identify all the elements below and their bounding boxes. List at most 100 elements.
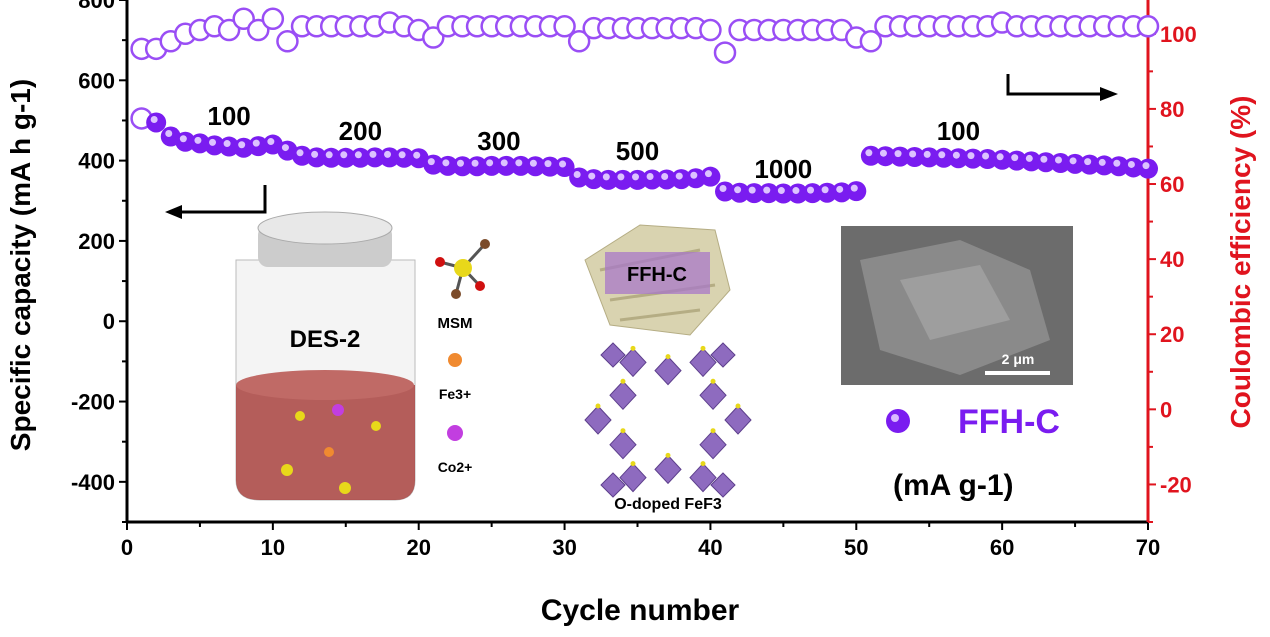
capacity-point	[904, 147, 925, 168]
y-left-axis-label: Specific capacity (mA h g-1)	[5, 79, 36, 451]
capacity-point-highlight	[850, 184, 858, 192]
capacity-point	[846, 181, 867, 202]
anion-dot	[700, 461, 706, 467]
anion-dot	[665, 354, 671, 360]
capacity-point	[1079, 154, 1100, 175]
capacity-point-highlight	[442, 159, 450, 167]
octahedron-icon	[710, 472, 736, 498]
capacity-point-highlight	[704, 170, 712, 178]
capacity-point	[860, 145, 881, 166]
capacity-point-highlight	[1113, 159, 1121, 167]
capacity-point	[219, 136, 240, 157]
capacity-point	[962, 148, 983, 169]
capacity-point-highlight	[354, 151, 362, 159]
capacity-point-highlight	[500, 159, 508, 167]
capacity-point	[612, 169, 633, 190]
anion-dot	[735, 403, 741, 409]
ce-point	[1136, 15, 1160, 38]
capacity-point	[642, 169, 663, 190]
capacity-point	[335, 147, 356, 168]
capacity-point	[1108, 156, 1129, 177]
capacity-point-highlight	[529, 159, 537, 167]
capacity-point-highlight	[1098, 158, 1106, 166]
capacity-point-highlight	[238, 141, 246, 149]
capacity-point	[306, 147, 327, 168]
capacity-point-highlight	[384, 150, 392, 158]
capacity-point	[1138, 158, 1158, 179]
capacity-point	[437, 155, 458, 176]
anion-dot	[665, 452, 671, 458]
y-right-tick-label: 40	[1160, 247, 1184, 272]
capacity-point	[977, 149, 998, 170]
capacity-point	[598, 169, 619, 190]
capacity-point	[481, 155, 502, 176]
capacity-point-highlight	[515, 159, 523, 167]
capacity-point-highlight	[690, 171, 698, 179]
capacity-point-highlight	[165, 130, 173, 138]
x-tick-label: 30	[552, 535, 576, 560]
octahedron-icon	[689, 347, 717, 378]
y-right-tick-label: -20	[1160, 472, 1192, 497]
capacity-point-highlight	[923, 150, 931, 158]
anion-dot	[630, 461, 636, 467]
octahedron-icon	[600, 342, 626, 368]
sem-image: 2 μm	[841, 226, 1073, 385]
capacity-point-highlight	[602, 173, 610, 181]
capacity-point	[525, 156, 546, 177]
capacity-point	[656, 169, 677, 190]
octahedron-icon	[710, 342, 736, 368]
capacity-point-highlight	[1142, 162, 1150, 170]
capacity-point	[321, 147, 342, 168]
y-right-axis-label: Coulombic efficiency (%)	[1225, 96, 1256, 429]
y-left-tick-label: 600	[78, 68, 115, 93]
capacity-point	[817, 182, 838, 203]
capacity-point	[890, 146, 911, 167]
rate-label: 100	[937, 116, 980, 146]
capacity-point	[423, 154, 444, 175]
rate-label: 100	[207, 101, 250, 131]
arrow-right-axis	[1006, 74, 1118, 101]
capacity-point	[539, 156, 560, 177]
capacity-point	[496, 155, 517, 176]
msm-molecule-icon	[435, 239, 490, 299]
octahedron-icon	[699, 429, 727, 460]
ce-point	[232, 7, 255, 31]
capacity-point	[992, 149, 1013, 170]
capacity-point	[175, 131, 196, 152]
y-left-tick-label: -200	[71, 390, 115, 415]
octahedron-icon	[689, 462, 717, 493]
capacity-point-highlight	[763, 186, 771, 194]
capacity-point-highlight	[573, 170, 581, 178]
capacity-point-highlight	[325, 151, 333, 159]
capacity-point-highlight	[792, 187, 800, 195]
capacity-point	[350, 147, 371, 168]
capacity-point-highlight	[486, 159, 494, 167]
capacity-point-highlight	[836, 185, 844, 193]
co-ion-icon	[447, 425, 463, 441]
capacity-point	[1035, 152, 1056, 173]
rate-label: 300	[477, 126, 520, 156]
capacity-point-highlight	[748, 186, 756, 194]
ce-point	[567, 30, 591, 53]
x-tick-label: 50	[844, 535, 868, 560]
capacity-point	[452, 156, 473, 177]
octahedron-icon	[654, 454, 682, 485]
capacity-point	[292, 145, 313, 166]
y-left-tick-label: 400	[78, 149, 115, 174]
ce-point	[422, 26, 445, 49]
anion-dot	[700, 345, 706, 351]
x-tick-label: 60	[990, 535, 1014, 560]
capacity-point	[189, 133, 210, 154]
scale-bar-label: 2 μm	[1002, 351, 1035, 367]
capacity-point-highlight	[311, 150, 319, 158]
capacity-point-highlight	[675, 172, 683, 180]
capacity-point-highlight	[1025, 154, 1033, 162]
capacity-point-highlight	[734, 186, 742, 194]
capacity-point-highlight	[1127, 160, 1135, 168]
capacity-point	[627, 169, 648, 190]
feF3-crystal-structure-icon	[584, 342, 752, 498]
capacity-point-highlight	[209, 138, 217, 146]
capacity-point	[1006, 150, 1027, 171]
legend-marker	[886, 409, 910, 433]
